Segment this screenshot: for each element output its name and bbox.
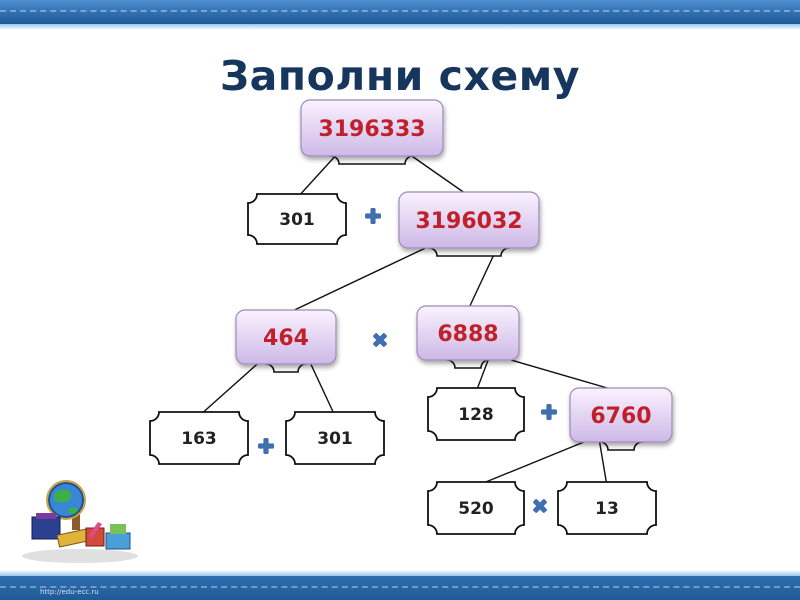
node-n11-given: 13 [557, 481, 657, 535]
node-n1-value: 3196333 [318, 117, 425, 142]
node-n2-value: 301 [279, 210, 315, 230]
operator-signs [258, 208, 557, 513]
connector-line-n9-n10 [475, 435, 599, 487]
plus-icon-op1 [365, 208, 381, 224]
bottom-banner-glow [0, 570, 800, 576]
connector-line-n9-n11 [597, 435, 608, 487]
node-n9-answer: 6760 [569, 387, 673, 451]
node-n2-box [247, 193, 347, 245]
node-n10-box [427, 481, 525, 535]
node-n3-box [398, 191, 540, 249]
node-n11-box [557, 481, 657, 535]
connector-line-n3-n4 [285, 241, 439, 315]
node-n4-answer: 464 [235, 309, 337, 373]
node-n2-given: 301 [247, 193, 347, 245]
node-n8-value: 128 [458, 405, 494, 425]
bottom-banner-stitch [0, 586, 800, 588]
node-n5-box [416, 305, 520, 361]
connector-line-n1-n3 [402, 149, 470, 197]
node-n7-box [285, 411, 385, 465]
node-n7-given: 301 [285, 411, 385, 465]
top-banner-stitch [0, 10, 800, 12]
node-n3-value: 3196032 [415, 209, 522, 234]
node-n9-box [569, 387, 673, 443]
connector-line-n4-n6 [198, 357, 265, 417]
node-n5-value: 6888 [437, 322, 498, 347]
node-n5-answer: 6888 [416, 305, 520, 369]
node-n4-value: 464 [263, 326, 309, 351]
node-n7-value: 301 [317, 429, 353, 449]
top-banner-glow [0, 24, 800, 30]
plus-icon-op4 [541, 404, 557, 420]
globe-books-icon [22, 480, 138, 563]
bottom-banner [0, 576, 800, 600]
node-n6-box [149, 411, 249, 465]
node-n10-value: 520 [458, 499, 494, 519]
top-banner [0, 0, 800, 24]
node-n4-box [235, 309, 337, 365]
node-n8-box [427, 387, 525, 441]
connector-line-n4-n7 [307, 357, 336, 417]
footer-url: http://edu-ecc.ru [40, 588, 99, 596]
times-icon-op5 [533, 499, 547, 513]
node-n1-answer: 3196333 [300, 99, 444, 165]
connector-line-n1-n2 [296, 149, 342, 199]
node-n9-value: 6760 [590, 404, 651, 429]
node-n10-given: 520 [427, 481, 525, 535]
node-n6-given: 163 [149, 411, 249, 465]
times-icon-op2 [373, 333, 387, 347]
node-n1-box [300, 99, 444, 157]
node-boxes: 3196333 301 3196032 464 6888 163 301 128 6760 520… [149, 99, 673, 535]
plus-icon-op3 [258, 438, 274, 454]
node-n8-given: 128 [427, 387, 525, 441]
slide-title: Заполни схему [220, 52, 580, 100]
node-n11-value: 13 [595, 499, 619, 519]
node-n6-value: 163 [181, 429, 217, 449]
node-n3-answer: 3196032 [398, 191, 540, 257]
